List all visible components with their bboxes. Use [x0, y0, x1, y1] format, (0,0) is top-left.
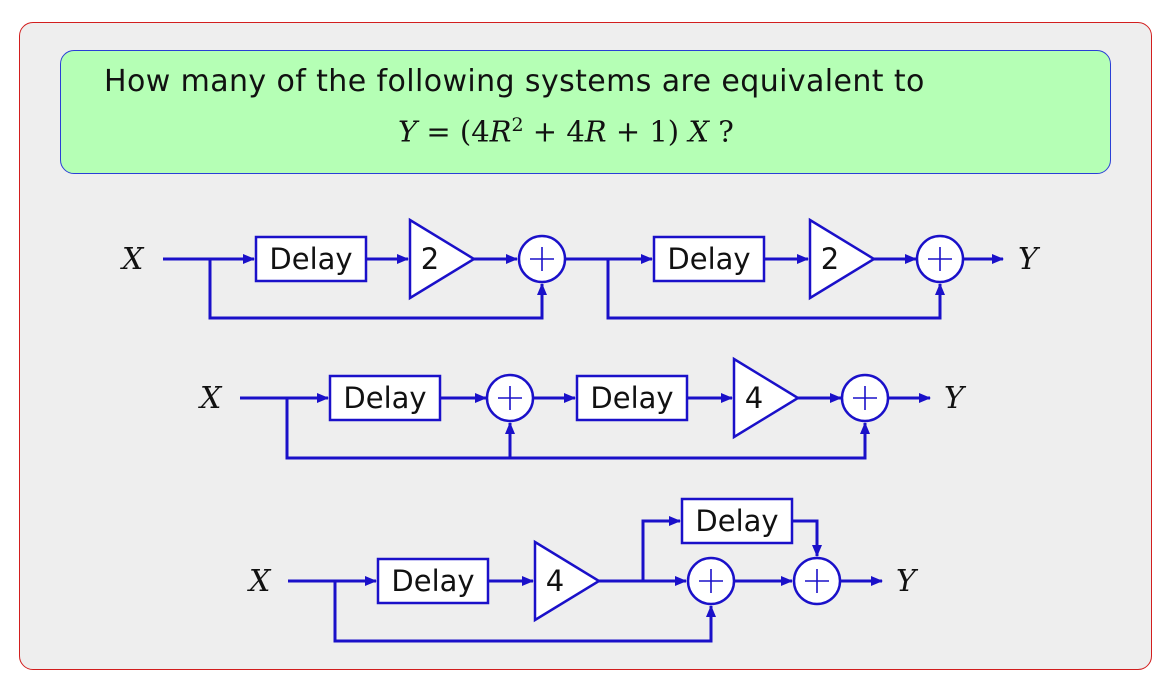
system-1-gain-2	[808, 217, 877, 301]
system-3: X Delay 4 Delay Y	[247, 497, 919, 643]
system-3-delay-2-label: Delay	[695, 504, 778, 538]
system-3-gain	[533, 539, 602, 623]
system-1-delay-2	[652, 235, 766, 283]
eq-part-2: + 4	[523, 114, 585, 149]
system-1-delay-1-label: Delay	[269, 242, 352, 276]
eq-square: 2	[511, 114, 524, 136]
system-2: X Delay Delay 4 Y	[198, 356, 967, 460]
system-2-delay-1-label: Delay	[343, 381, 426, 415]
system-2-delay-2-label: Delay	[590, 381, 673, 415]
system-2-output-label: Y	[944, 381, 967, 416]
system-3-bypass	[333, 581, 716, 643]
system-1-input-label: X	[120, 242, 145, 277]
system-1-gain-2-label: 2	[821, 242, 839, 276]
system-3-wire-up	[641, 516, 681, 581]
system-2-delay-2	[575, 374, 689, 422]
system-2-bypass-outer	[285, 398, 870, 460]
eq-r-operator-2: R	[584, 114, 607, 149]
eq-part-1: = (4	[417, 114, 490, 149]
system-2-delay-1	[328, 374, 442, 422]
question-equation: Y = (4R2 + 4R + 1) X ?	[398, 114, 734, 149]
system-1-gain-1-label: 2	[421, 242, 439, 276]
system-3-output-label: Y	[896, 564, 919, 599]
system-3-delay-1-label: Delay	[391, 564, 474, 598]
system-2-gain-label: 4	[745, 381, 763, 415]
system-1-bypass-2	[606, 259, 945, 320]
system-2-input-label: X	[198, 381, 223, 416]
system-3-delay-2	[680, 497, 794, 545]
system-3-gain-label: 4	[546, 564, 564, 598]
eq-y: Y	[398, 114, 418, 149]
eq-question-mark: ?	[709, 114, 734, 149]
system-3-delay-1	[376, 557, 490, 605]
system-1-bypass-1	[208, 259, 547, 320]
system-3-input-label: X	[247, 564, 272, 599]
system-2-gain	[732, 356, 801, 440]
eq-part-3: + 1)	[606, 114, 689, 149]
eq-x: X	[688, 114, 709, 149]
system-1-delay-2-label: Delay	[667, 242, 750, 276]
question-box	[60, 50, 1111, 174]
eq-r-operator: R	[489, 114, 512, 149]
system-1-gain-1	[408, 217, 477, 301]
system-1-delay-1	[254, 235, 368, 283]
system-3-wire-down	[792, 519, 822, 557]
system-1: X Delay 2 Delay 2 Y	[120, 217, 1041, 320]
question-text: How many of the following systems are eq…	[104, 64, 925, 99]
system-1-output-label: Y	[1018, 242, 1041, 277]
